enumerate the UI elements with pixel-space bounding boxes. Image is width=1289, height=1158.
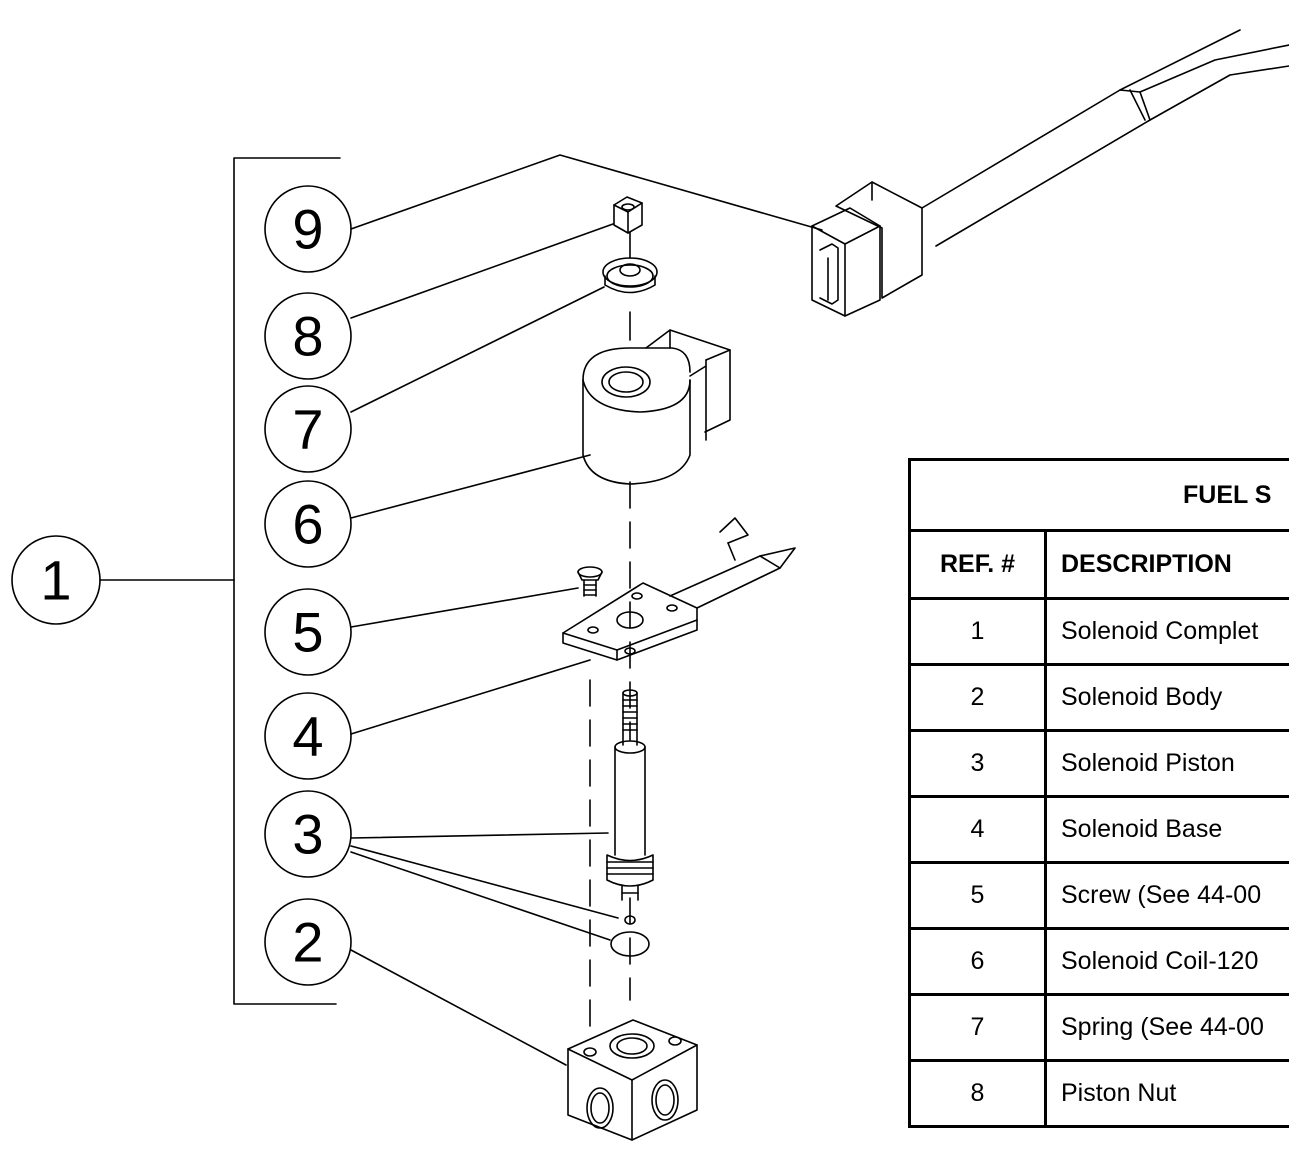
spring-washer-part: [603, 258, 657, 293]
ref-cell: 4: [910, 797, 1046, 863]
description-cell: Spring (See 44-00: [1046, 995, 1289, 1061]
ref-cell: 1: [910, 599, 1046, 665]
ref-cell: 2: [910, 665, 1046, 731]
table-header-row: REF. # DESCRIPTION: [910, 531, 1289, 599]
leader-lines: [351, 155, 822, 1065]
piston-nut-part: [614, 197, 642, 233]
description-cell: Solenoid Base: [1046, 797, 1289, 863]
ref-cell: 3: [910, 731, 1046, 797]
ref-cell: 6: [910, 929, 1046, 995]
callout-number-2: 2: [292, 911, 323, 974]
callout-number-7: 7: [292, 398, 323, 461]
solenoid-base-part: [563, 518, 795, 660]
ref-cell: 7: [910, 995, 1046, 1061]
callout-number-9: 9: [292, 198, 323, 261]
description-cell: Piston Nut: [1046, 1061, 1289, 1127]
solenoid-body-part: [568, 1020, 697, 1140]
wiring-harness-connector: [812, 30, 1289, 316]
description-cell: Solenoid Body: [1046, 665, 1289, 731]
table-title-row: FUEL S: [910, 460, 1289, 531]
callout-number-8: 8: [292, 305, 323, 368]
ref-cell: 8: [910, 1061, 1046, 1127]
description-column-header: DESCRIPTION: [1046, 531, 1289, 599]
description-cell: Screw (See 44-00: [1046, 863, 1289, 929]
description-cell: Solenoid Piston: [1046, 731, 1289, 797]
description-cell: Solenoid Coil-120: [1046, 929, 1289, 995]
ref-column-header: REF. #: [910, 531, 1046, 599]
callout-number-6: 6: [292, 493, 323, 556]
table-title: FUEL S: [910, 460, 1289, 531]
callout-number-4: 4: [292, 705, 323, 768]
callout-number-1: 1: [40, 549, 71, 612]
screw-part: [578, 567, 602, 596]
description-cell: Solenoid Complet: [1046, 599, 1289, 665]
center-lines: [590, 232, 630, 1040]
callout-number-3: 3: [292, 803, 323, 866]
callout-numbers: 9 8 7 6 5 4 3 2 1: [40, 198, 323, 974]
callout-number-5: 5: [292, 601, 323, 664]
solenoid-coil-part: [583, 330, 730, 484]
ref-cell: 5: [910, 863, 1046, 929]
